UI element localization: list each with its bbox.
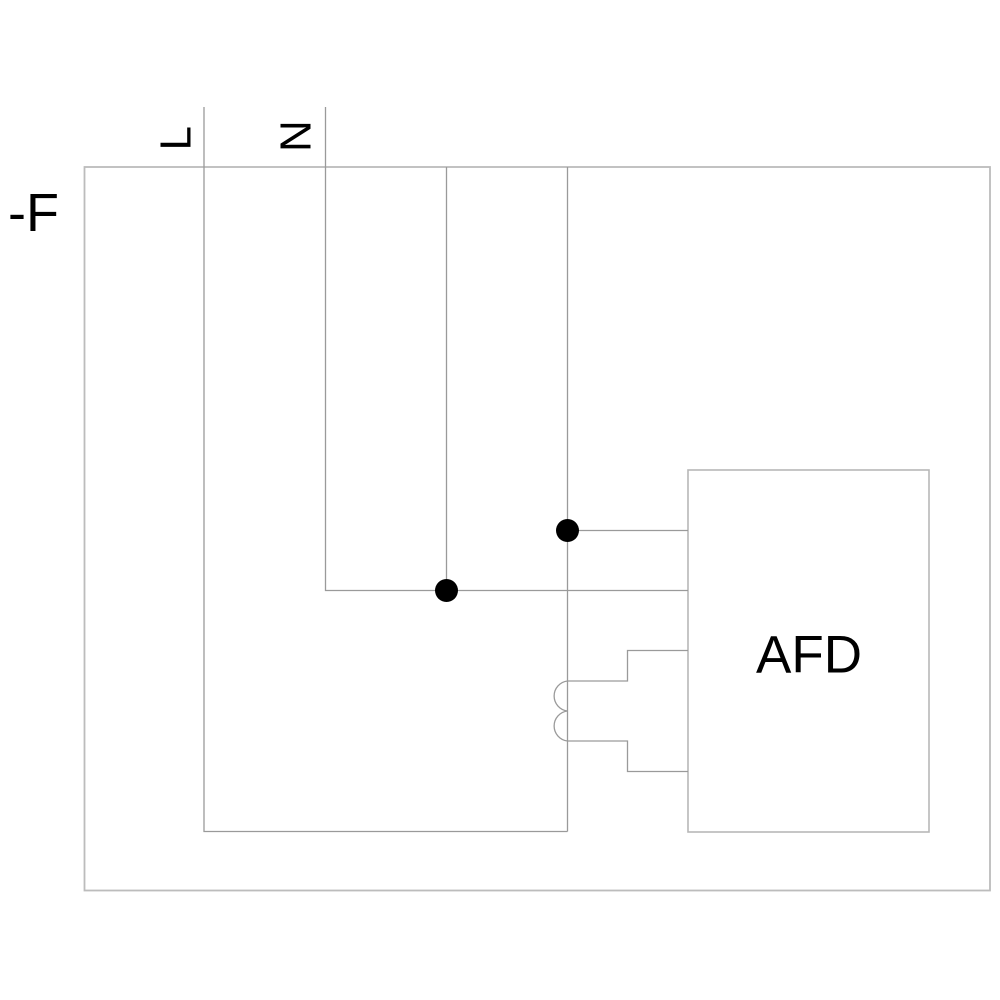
- junction-dot-l-branch: [556, 519, 579, 542]
- terminal-label-l: L: [152, 126, 201, 150]
- terminal-label-n: N: [272, 120, 321, 152]
- device-enclosure-outline: [83, 166, 991, 892]
- sense-coil-icon: [553, 680, 568, 742]
- device-reference-label: -F: [8, 183, 59, 243]
- wire-terminal-l: [203, 107, 568, 833]
- afd-module-label: AFD: [756, 626, 862, 685]
- wire-terminal-n: [324, 107, 688, 592]
- wire-coil-stub-bottom: [567, 740, 688, 773]
- wire-coil-stub-top: [567, 649, 688, 682]
- junction-dot-n-branch: [435, 579, 458, 602]
